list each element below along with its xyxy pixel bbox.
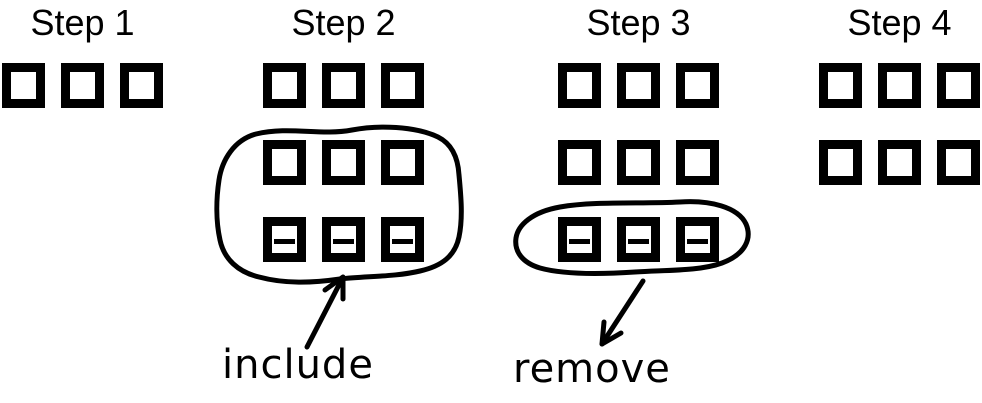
dash-mark <box>628 239 649 244</box>
square-row <box>558 140 719 185</box>
square-with-dash <box>617 217 660 262</box>
square-empty <box>61 63 104 108</box>
square-with-dash <box>322 217 365 262</box>
step-grid <box>558 63 719 262</box>
square-row <box>819 140 980 185</box>
dash-mark <box>687 239 708 244</box>
step-title: Step 1 <box>30 2 135 43</box>
square-with-dash <box>263 217 306 262</box>
square-empty <box>120 63 163 108</box>
step-grid <box>819 63 980 185</box>
square-row <box>263 217 424 262</box>
include-label: include <box>222 342 374 388</box>
square-empty <box>617 140 660 185</box>
square-empty <box>322 63 365 108</box>
step-column-4: Step 4 <box>819 0 980 185</box>
square-empty <box>878 140 921 185</box>
square-row <box>263 140 424 185</box>
dash-mark <box>333 239 354 244</box>
step-title: Step 4 <box>847 2 952 43</box>
square-row <box>558 63 719 108</box>
square-with-dash <box>558 217 601 262</box>
square-empty <box>2 63 45 108</box>
square-empty <box>617 63 660 108</box>
square-empty <box>381 140 424 185</box>
square-empty <box>558 63 601 108</box>
square-empty <box>381 63 424 108</box>
square-empty <box>676 140 719 185</box>
square-row <box>558 217 719 262</box>
square-empty <box>819 63 862 108</box>
step-title: Step 3 <box>586 2 691 43</box>
square-empty <box>322 140 365 185</box>
square-empty <box>878 63 921 108</box>
remove-arrow <box>599 278 646 347</box>
step-grid <box>263 63 424 262</box>
dash-mark <box>274 239 295 244</box>
dash-mark <box>569 239 590 244</box>
dash-mark <box>392 239 413 244</box>
include-arrow <box>304 274 346 350</box>
square-empty <box>937 63 980 108</box>
step-column-1: Step 1 <box>2 0 163 108</box>
square-row <box>2 63 163 108</box>
square-empty <box>676 63 719 108</box>
square-empty <box>263 140 306 185</box>
square-empty <box>819 140 862 185</box>
step-title: Step 2 <box>291 2 396 43</box>
remove-label: remove <box>513 346 671 392</box>
square-row <box>819 63 980 108</box>
step-grid <box>2 63 163 108</box>
square-empty <box>263 63 306 108</box>
square-with-dash <box>381 217 424 262</box>
step-column-2: Step 2 <box>263 0 424 262</box>
step-column-3: Step 3 <box>558 0 719 262</box>
square-row <box>263 63 424 108</box>
square-empty <box>937 140 980 185</box>
square-with-dash <box>676 217 719 262</box>
square-empty <box>558 140 601 185</box>
